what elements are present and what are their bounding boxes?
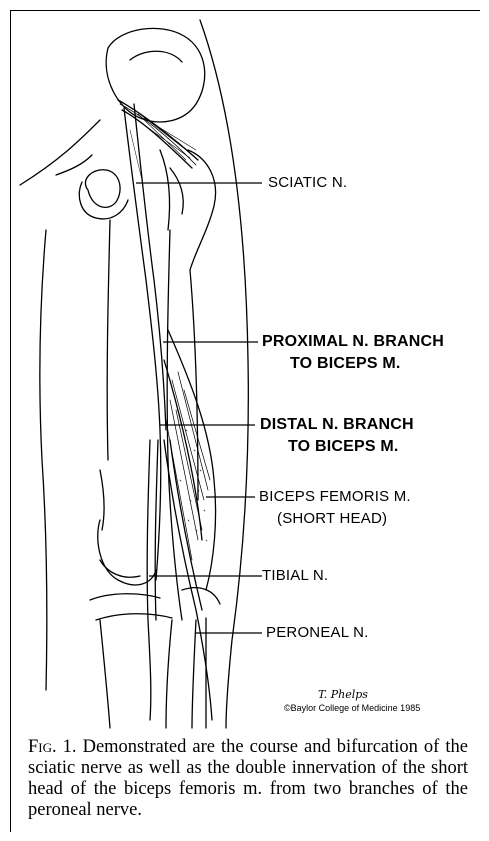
- biceps-femoris-short-head: [168, 330, 216, 590]
- obturator-foramen: [85, 170, 120, 208]
- knee-joint: [90, 594, 160, 600]
- leg-anatomy-illustration: [0, 0, 489, 730]
- fibula: [192, 620, 196, 728]
- label-distal-branch-line1: DISTAL N. BRANCH: [260, 415, 414, 435]
- copyright-credit: ©Baylor College of Medicine 1985: [284, 703, 420, 713]
- label-biceps-femoris-line2: (SHORT HEAD): [277, 509, 387, 529]
- thigh-outline-lateral: [200, 20, 248, 728]
- label-proximal-branch-line1: PROXIMAL N. BRANCH: [262, 332, 444, 352]
- label-biceps-femoris-line1: BICEPS FEMORIS M.: [259, 487, 411, 507]
- femoral-head: [106, 28, 205, 122]
- label-proximal-branch-line2: TO BICEPS M.: [290, 354, 401, 374]
- illustrator-signature: T. Phelps: [318, 688, 368, 701]
- thigh-outline-medial: [40, 230, 47, 690]
- label-tibial-nerve: TIBIAL N.: [262, 566, 328, 586]
- figure-caption: Fig. 1. Demonstrated are the course and …: [28, 737, 468, 821]
- label-distal-branch-line2: TO BICEPS M.: [288, 437, 399, 457]
- figure-number: Fig. 1.: [28, 737, 77, 757]
- label-sciatic-nerve: SCIATIC N.: [268, 173, 347, 193]
- tibia: [100, 620, 110, 728]
- caption-text: Demonstrated are the course and bifurcat…: [28, 737, 468, 820]
- label-peroneal-nerve: PERONEAL N.: [266, 623, 369, 643]
- peroneal-nerve: [164, 440, 212, 720]
